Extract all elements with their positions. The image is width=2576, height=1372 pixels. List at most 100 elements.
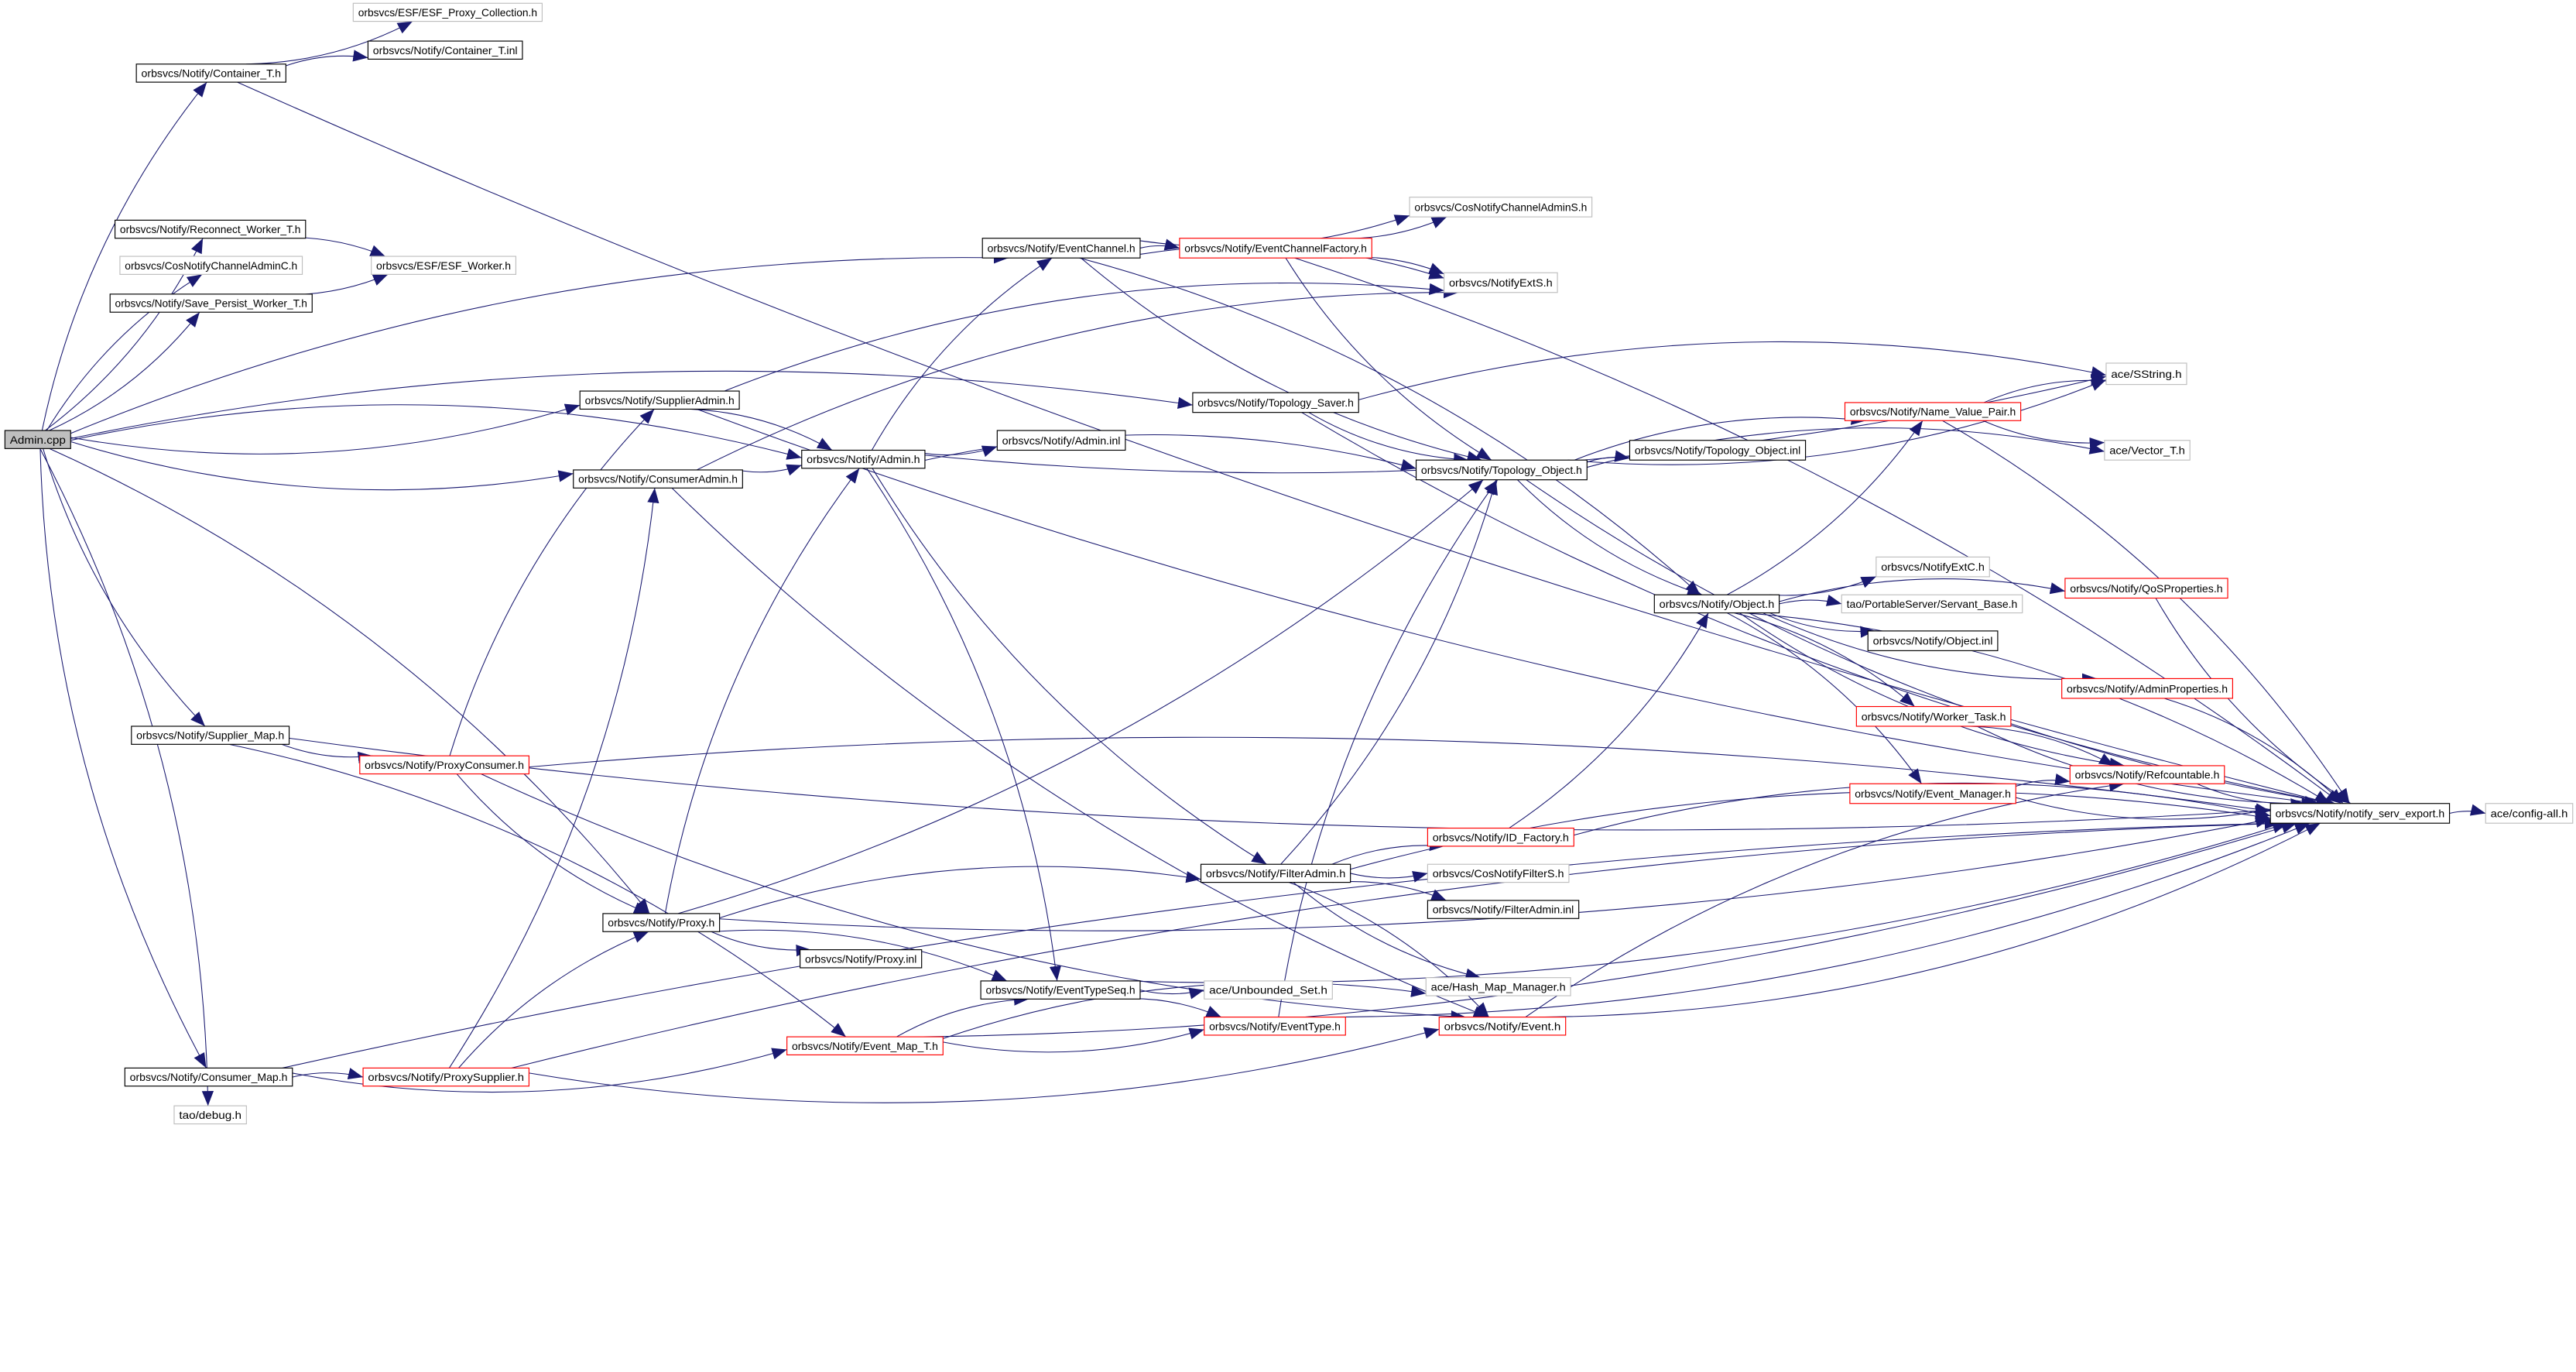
node-esf-worker[interactable]: orbsvcs/ESF/ESF_Worker.h [371, 256, 517, 275]
node-event-type-seq[interactable]: orbsvcs/Notify/EventTypeSeq.h [980, 980, 1141, 1000]
node-vector-t[interactable]: ace/Vector_T.h [2104, 440, 2191, 461]
dependency-edge-ec_factory-to-notifyext_s [1340, 256, 1444, 275]
dependency-edge-container_h-to-esf_proxy_coll [246, 21, 413, 65]
node-reconnect[interactable]: orbsvcs/Notify/Reconnect_Worker_T.h [114, 219, 307, 239]
node-refcountable[interactable]: orbsvcs/Notify/Refcountable.h [2069, 765, 2225, 784]
node-proxy-consumer[interactable]: orbsvcs/Notify/ProxyConsumer.h [359, 755, 530, 775]
node-box [1875, 556, 1990, 578]
node-consumer-map[interactable]: orbsvcs/Notify/Consumer_Map.h [124, 1067, 293, 1087]
node-topo-object-inl[interactable]: orbsvcs/Notify/Topology_Object.inl [1629, 440, 1807, 461]
dependency-edge-consumer_admin-to-notifyext_s [696, 286, 1459, 471]
dependency-edge-consumer_admin-to-admin_h [742, 464, 802, 476]
node-event-manager[interactable]: orbsvcs/Notify/Event_Manager.h [1849, 783, 2016, 804]
node-label: orbsvcs/Notify/ConsumerAdmin.h [578, 473, 738, 485]
node-admin-h[interactable]: orbsvcs/Notify/Admin.h [801, 449, 926, 469]
node-servant-base[interactable]: tao/PortableServer/Servant_Base.h [1841, 594, 2023, 614]
node-label: orbsvcs/Notify/Reconnect_Worker_T.h [120, 223, 300, 235]
node-hash-map[interactable]: ace/Hash_Map_Manager.h [1425, 977, 1571, 996]
node-event-channel[interactable]: orbsvcs/Notify/EventChannel.h [981, 238, 1141, 259]
node-serv-export[interactable]: orbsvcs/Notify/notify_serv_export.h [2269, 803, 2451, 824]
node-proxy-inl[interactable]: orbsvcs/Notify/Proxy.inl [800, 949, 923, 969]
node-event-type[interactable]: orbsvcs/Notify/EventType.h [1204, 1017, 1346, 1036]
dependency-edge-admin_h-to-admin_inl [924, 445, 998, 458]
dependency-edge-admin_cpp-to-consumer_map [39, 448, 207, 1068]
node-container-h[interactable]: orbsvcs/Notify/Container_T.h [135, 63, 286, 83]
node-object-inl[interactable]: orbsvcs/Notify/Object.inl [1867, 630, 1999, 651]
node-container-inl[interactable]: orbsvcs/Notify/Container_T.inl [367, 40, 523, 60]
node-tao-debug[interactable]: tao/debug.h [173, 1105, 247, 1125]
node-cosnf-s[interactable]: orbsvcs/CosNotifyFilterS.h [1427, 863, 1570, 883]
node-label: orbsvcs/Notify/FilterAdmin.h [1206, 867, 1345, 880]
node-config-all[interactable]: ace/config-all.h [2485, 803, 2574, 824]
node-label: orbsvcs/Notify/EventType.h [1209, 1020, 1341, 1032]
dependency-edge-admin_h-to-event_type_seq [866, 468, 1061, 981]
node-supplier-map[interactable]: orbsvcs/Notify/Supplier_Map.h [131, 725, 290, 745]
node-box [1409, 197, 1593, 218]
dependency-edge-object_h-to-nvp [1726, 420, 1923, 595]
node-filter-admin[interactable]: orbsvcs/Notify/FilterAdmin.h [1200, 863, 1351, 883]
node-box [1179, 238, 1372, 259]
node-ec-factory[interactable]: orbsvcs/Notify/EventChannelFactory.h [1179, 238, 1372, 259]
node-box [1849, 783, 2016, 804]
dependency-edge-event_type-to-topo_object [1278, 479, 1499, 1017]
node-event-h[interactable]: orbsvcs/Notify/Event.h [1438, 1017, 1567, 1036]
node-box [573, 469, 743, 489]
node-consumer-admin[interactable]: orbsvcs/Notify/ConsumerAdmin.h [573, 469, 743, 489]
node-sstring[interactable]: ace/SString.h [2105, 362, 2187, 386]
node-nvp[interactable]: orbsvcs/Notify/Name_Value_Pair.h [1844, 402, 2022, 421]
node-box [359, 755, 530, 775]
node-box [996, 430, 1126, 451]
dependency-edge-object_h-to-servant_base [1779, 595, 1842, 606]
node-label: orbsvcs/Notify/Event_Manager.h [1855, 787, 2011, 800]
dependency-edge-topo_saver-to-topo_object [1308, 412, 1469, 465]
node-box [579, 390, 740, 410]
node-box [2269, 803, 2451, 824]
node-box [1427, 863, 1570, 883]
node-label: orbsvcs/Notify/Consumer_Map.h [130, 1071, 288, 1083]
node-box [2064, 578, 2228, 599]
node-box [109, 293, 313, 313]
node-label: orbsvcs/CosNotifyChannelAdminS.h [1414, 201, 1587, 213]
node-box [980, 980, 1141, 1000]
dependency-edge-object_h-to-notifyext_c [1769, 576, 1877, 596]
node-admin-inl[interactable]: orbsvcs/Notify/Admin.inl [996, 430, 1126, 451]
node-topo-object[interactable]: orbsvcs/Notify/Topology_Object.h [1415, 459, 1588, 481]
node-box [114, 219, 307, 239]
node-object-h[interactable]: orbsvcs/Notify/Object.h [1653, 594, 1780, 614]
dependency-edge-consumer_map-to-serv_export [282, 818, 2280, 1068]
dependency-edge-filter_admin-to-cosnf_s [1350, 870, 1428, 883]
dependency-edge-admin_h-to-event_channel [871, 257, 1053, 451]
node-esf-proxy-coll[interactable]: orbsvcs/ESF/ESF_Proxy_Collection.h [352, 2, 543, 22]
node-id-factory[interactable]: orbsvcs/Notify/ID_Factory.h [1427, 827, 1574, 847]
dependency-edge-object_h-to-worker_task [1734, 612, 1915, 707]
node-notifyext-s[interactable]: orbsvcs/NotifyExtS.h [1444, 272, 1558, 293]
node-notifyext-c[interactable]: orbsvcs/NotifyExtC.h [1875, 556, 1990, 578]
node-proxy-supplier[interactable]: orbsvcs/Notify/ProxySupplier.h [362, 1067, 530, 1087]
node-label: orbsvcs/Notify/Admin.h [807, 453, 920, 465]
node-supplier-admin[interactable]: orbsvcs/Notify/SupplierAdmin.h [579, 390, 740, 410]
node-cosnca-c[interactable]: orbsvcs/CosNotifyChannelAdminC.h [119, 256, 303, 275]
node-filter-admin-inl[interactable]: orbsvcs/Notify/FilterAdmin.inl [1427, 900, 1580, 919]
node-worker-task[interactable]: orbsvcs/Notify/Worker_Task.h [1855, 705, 2012, 727]
node-cosnca-s[interactable]: orbsvcs/CosNotifyChannelAdminS.h [1409, 197, 1593, 218]
node-topo-saver[interactable]: orbsvcs/Notify/Topology_Saver.h [1192, 392, 1359, 413]
node-qos[interactable]: orbsvcs/Notify/QoSProperties.h [2064, 578, 2228, 599]
node-event-map[interactable]: orbsvcs/Notify/Event_Map_T.h [786, 1036, 944, 1056]
dependency-edge-filter_admin-to-hash_map [1293, 882, 1481, 980]
node-label: orbsvcs/Notify/EventTypeSeq.h [985, 984, 1135, 996]
dependency-edge-admin_cpp-to-topo_saver [70, 370, 1193, 439]
node-label: ace/SString.h [2111, 368, 2181, 380]
node-proxy-h[interactable]: orbsvcs/Notify/Proxy.h [602, 913, 721, 932]
node-label: orbsvcs/NotifyExtC.h [1881, 561, 1985, 573]
node-label: orbsvcs/Notify/Event.h [1444, 1020, 1561, 1032]
node-admin-props[interactable]: orbsvcs/Notify/AdminProperties.h [2061, 677, 2233, 699]
node-save-persist[interactable]: orbsvcs/Notify/Save_Persist_Worker_T.h [109, 293, 313, 313]
dependency-edge-admin_cpp-to-save_persist [49, 311, 200, 431]
dependency-edge-nvp-to-sstring [1983, 374, 2107, 403]
node-unbounded-set[interactable]: ace/Unbounded_Set.h [1204, 980, 1333, 1000]
dependency-edge-container_h-to-container_inl [286, 50, 368, 67]
dependency-edge-consumer_map-to-proxy_supplier [292, 1068, 364, 1080]
node-admin-cpp[interactable]: Admin.cpp [4, 430, 71, 449]
node-label: ace/Vector_T.h [2109, 444, 2185, 457]
node-label: tao/debug.h [179, 1109, 242, 1121]
